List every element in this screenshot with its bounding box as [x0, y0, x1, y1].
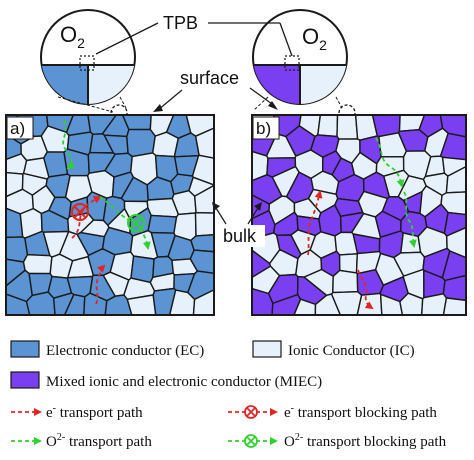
grain	[332, 269, 359, 294]
panel-b-microstructure	[252, 115, 466, 315]
o2-label-left: O2	[60, 22, 85, 51]
tpb-label: TPB	[163, 13, 198, 33]
e-transport-path-a1	[71, 196, 102, 239]
grain	[336, 115, 359, 140]
legend-e-block-marker	[244, 405, 258, 419]
grain	[421, 293, 448, 315]
legend-ic: Ionic Conductor (IC)	[288, 343, 415, 359]
grain	[22, 253, 53, 275]
e-transport-path-a2	[95, 264, 106, 305]
blocking-marker-a-green	[127, 214, 145, 232]
surface-arrow-left	[157, 89, 183, 111]
o2-transport-path-a2	[99, 196, 137, 224]
tpb-leader-left	[95, 22, 159, 55]
panel-a-microstructure	[6, 115, 214, 315]
o2-transport-path-b2	[403, 191, 417, 248]
grain	[442, 297, 466, 315]
o2-label-right: O2	[302, 24, 327, 53]
panel-a-label: a)	[10, 119, 25, 138]
surface-arrow-right	[249, 87, 273, 105]
legend-o-transport: O2- transport path	[46, 432, 152, 450]
grain	[126, 294, 157, 315]
legend-o-block-marker	[244, 434, 258, 448]
legend-swatch-ic	[252, 340, 282, 358]
blocking-marker-a-red	[71, 203, 89, 221]
legend-swatch-ec	[10, 340, 40, 358]
e-transport-path-b2	[357, 269, 374, 310]
legend-e-blocking: e- transport blocking path	[284, 403, 437, 421]
o2-transport-path-a1	[62, 119, 76, 170]
zoom-connector-right	[253, 96, 269, 111]
legend-ec: Electronic conductor (EC)	[46, 343, 204, 359]
grain	[400, 232, 422, 254]
grain	[194, 211, 214, 237]
zoom-connector-left	[57, 96, 114, 113]
panel-b-paths	[307, 137, 417, 310]
grain	[190, 233, 214, 253]
magnified-view-left: O2	[40, 9, 136, 105]
legend-swatch-miec	[10, 371, 40, 389]
grain	[193, 184, 214, 214]
legend-miec: Mixed ionic and electronic conductor (MI…	[46, 374, 322, 390]
grain	[6, 236, 29, 263]
tpb-zoom-box-right	[284, 55, 300, 71]
grain	[317, 115, 339, 138]
magnified-view-right: O2	[252, 9, 348, 105]
legend: Electronic conductor (EC) Ionic Conducto…	[10, 340, 447, 450]
surface-label: surface	[180, 68, 239, 88]
tpb-zoom-box	[79, 55, 95, 71]
grain	[192, 289, 214, 315]
bulk-label: bulk	[223, 226, 257, 246]
o2-transport-path-b1	[375, 137, 405, 188]
e-transport-path-b1	[307, 190, 323, 256]
grain	[338, 253, 358, 274]
grain	[147, 214, 178, 234]
grain	[189, 249, 214, 275]
grain	[151, 131, 180, 158]
legend-e-transport: e- transport path	[46, 403, 143, 421]
legend-o-blocking: O2- transport blocking path	[284, 432, 447, 450]
panel-b-label: b)	[256, 119, 271, 138]
